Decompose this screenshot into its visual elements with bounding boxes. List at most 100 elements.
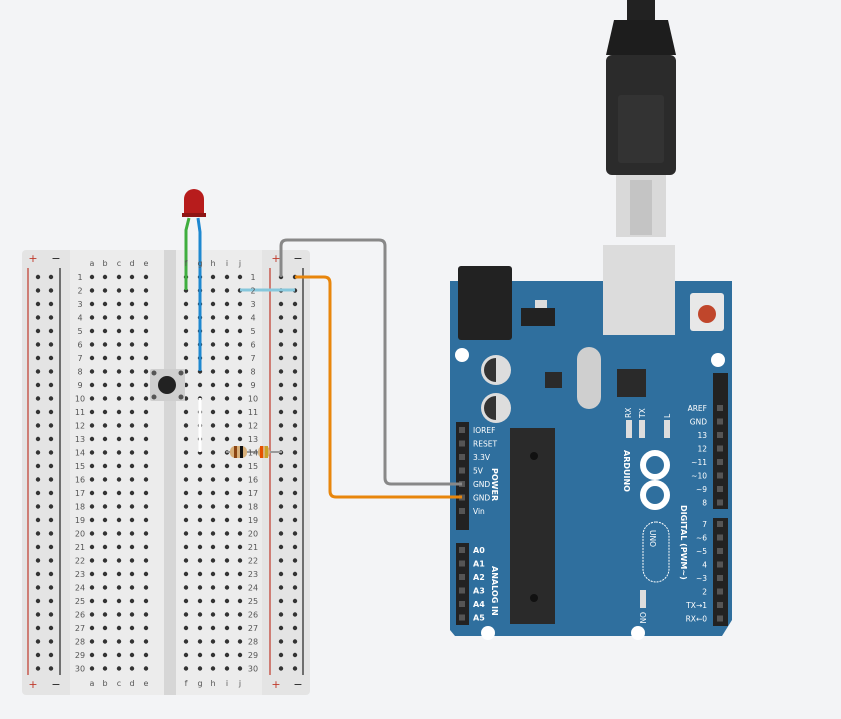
hole[interactable] — [224, 585, 230, 590]
rail-hole[interactable] — [35, 490, 41, 496]
hole[interactable] — [129, 409, 135, 415]
hole[interactable] — [210, 517, 216, 523]
hole[interactable] — [89, 369, 95, 374]
hole[interactable] — [224, 355, 230, 361]
hole[interactable] — [89, 504, 95, 509]
rail-hole[interactable] — [278, 436, 284, 442]
hole[interactable] — [183, 558, 189, 563]
rail-hole[interactable] — [292, 666, 298, 671]
hole[interactable] — [129, 517, 135, 523]
rail-hole[interactable] — [292, 504, 298, 509]
rail-hole[interactable] — [292, 598, 298, 604]
rail-hole[interactable] — [35, 639, 41, 644]
hole[interactable] — [183, 585, 189, 590]
hole[interactable] — [102, 423, 108, 428]
rail-hole[interactable] — [48, 490, 54, 496]
hole[interactable] — [116, 571, 122, 577]
header-pin[interactable] — [459, 601, 465, 607]
rail-hole[interactable] — [278, 639, 284, 644]
hole[interactable] — [237, 571, 243, 577]
hole[interactable] — [129, 544, 135, 550]
rail-hole[interactable] — [35, 328, 41, 334]
rail-hole[interactable] — [292, 463, 298, 469]
hole[interactable] — [116, 382, 122, 388]
rail-hole[interactable] — [278, 382, 284, 388]
header-pin[interactable] — [717, 418, 723, 425]
hole[interactable] — [102, 571, 108, 577]
rail-hole[interactable] — [48, 342, 54, 347]
rail-hole[interactable] — [278, 612, 284, 617]
hole[interactable] — [183, 342, 189, 347]
hole[interactable] — [237, 369, 243, 374]
rail-hole[interactable] — [292, 558, 298, 563]
hole[interactable] — [197, 490, 203, 496]
rail-hole[interactable] — [35, 571, 41, 577]
hole[interactable] — [210, 666, 216, 671]
rail-hole[interactable] — [278, 504, 284, 509]
hole[interactable] — [224, 544, 230, 550]
hole[interactable] — [89, 288, 95, 293]
hole[interactable] — [183, 477, 189, 482]
hole[interactable] — [116, 558, 122, 563]
header-pin[interactable] — [717, 459, 723, 465]
rail-hole[interactable] — [48, 625, 54, 631]
hole[interactable] — [102, 382, 108, 388]
hole[interactable] — [183, 463, 189, 469]
hole[interactable] — [197, 544, 203, 550]
hole[interactable] — [237, 639, 243, 644]
rail-hole[interactable] — [35, 274, 41, 280]
rail-hole[interactable] — [48, 558, 54, 563]
hole[interactable] — [89, 531, 95, 536]
header-pin[interactable] — [459, 574, 465, 580]
hole[interactable] — [224, 598, 230, 604]
hole[interactable] — [89, 382, 95, 388]
hole[interactable] — [183, 639, 189, 644]
hole[interactable] — [224, 328, 230, 334]
hole[interactable] — [129, 382, 135, 388]
hole[interactable] — [116, 288, 122, 293]
wire-5v-gray[interactable] — [279, 238, 462, 486]
hole[interactable] — [116, 544, 122, 550]
hole[interactable] — [116, 369, 122, 374]
red-led[interactable] — [182, 189, 206, 217]
hole[interactable] — [210, 652, 216, 658]
hole[interactable] — [102, 531, 108, 536]
hole[interactable] — [183, 436, 189, 442]
hole[interactable] — [210, 288, 216, 293]
hole[interactable] — [237, 612, 243, 617]
hole[interactable] — [143, 558, 149, 563]
hole[interactable] — [129, 558, 135, 563]
hole[interactable] — [210, 301, 216, 307]
hole[interactable] — [129, 288, 135, 293]
hole[interactable] — [143, 531, 149, 536]
hole[interactable] — [224, 558, 230, 563]
hole[interactable] — [224, 571, 230, 577]
pushbutton[interactable] — [150, 369, 185, 401]
hole[interactable] — [89, 396, 95, 401]
header-pin[interactable] — [717, 499, 723, 506]
rail-hole[interactable] — [278, 598, 284, 604]
hole[interactable] — [143, 342, 149, 347]
hole[interactable] — [116, 504, 122, 509]
hole[interactable] — [143, 328, 149, 334]
hole[interactable] — [129, 315, 135, 320]
hole[interactable] — [224, 315, 230, 320]
hole[interactable] — [102, 315, 108, 320]
header-pin[interactable] — [717, 548, 723, 554]
rail-hole[interactable] — [48, 504, 54, 509]
hole[interactable] — [210, 612, 216, 617]
resistor[interactable] — [226, 446, 282, 458]
hole[interactable] — [210, 585, 216, 590]
hole[interactable] — [129, 490, 135, 496]
hole[interactable] — [197, 625, 203, 631]
rail-hole[interactable] — [35, 450, 41, 455]
hole[interactable] — [183, 490, 189, 496]
hole[interactable] — [224, 639, 230, 644]
hole[interactable] — [129, 571, 135, 577]
hole[interactable] — [129, 463, 135, 469]
header-pin[interactable] — [459, 587, 465, 594]
hole[interactable] — [143, 490, 149, 496]
rail-hole[interactable] — [35, 666, 41, 671]
rail-hole[interactable] — [48, 396, 54, 401]
